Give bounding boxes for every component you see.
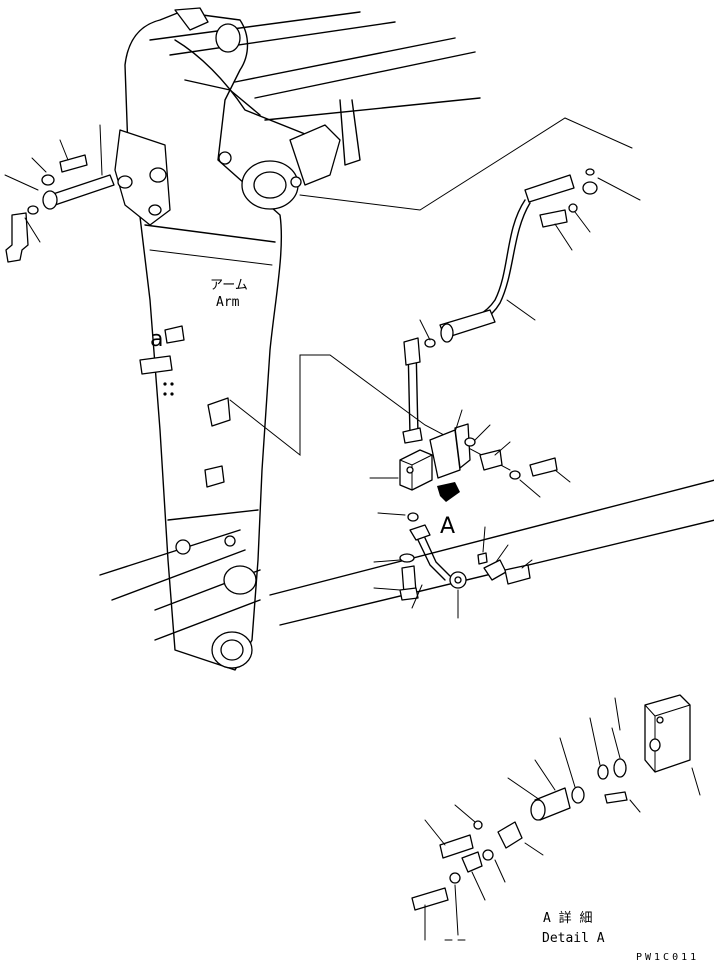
routing-lines: [229, 117, 633, 471]
left-hose-assembly: [4, 124, 115, 263]
valve-block-assembly: [369, 409, 571, 522]
right-hose-assembly: [402, 168, 641, 444]
detail-label-jp: A 詳 細: [543, 910, 592, 926]
excavator-arm: [99, 7, 714, 671]
lower-clamp-assembly: [373, 524, 533, 619]
arm-label-en: Arm: [216, 295, 240, 310]
view-marker-small-a: a: [150, 327, 163, 352]
drawing-code: PW1C011: [636, 952, 699, 963]
view-marker-a: A: [440, 514, 455, 539]
arm-label-jp: アーム: [210, 278, 248, 293]
detail-label-en: Detail A: [542, 931, 605, 946]
detail-a: [411, 694, 701, 941]
